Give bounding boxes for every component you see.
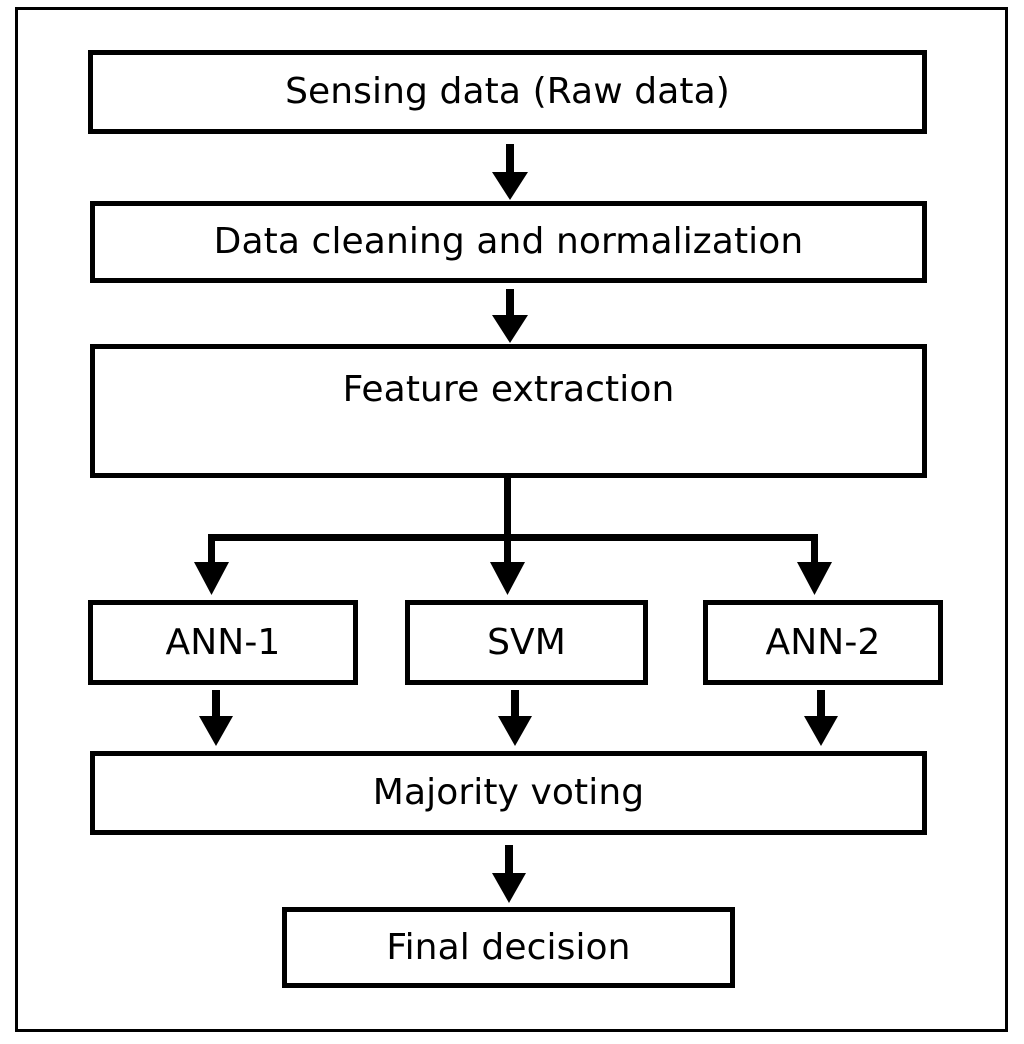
node-ann-1-label: ANN-1 <box>165 621 281 663</box>
node-feature-extraction: Feature extraction <box>90 344 927 478</box>
node-majority-voting-label: Majority voting <box>372 772 645 814</box>
node-final-decision-label: Final decision <box>386 926 631 968</box>
node-sensing-data-label: Sensing data (Raw data) <box>285 71 730 113</box>
node-ann-2: ANN-2 <box>703 600 943 685</box>
node-final-decision: Final decision <box>282 907 735 988</box>
node-ann-2-label: ANN-2 <box>765 621 881 663</box>
node-ann-1: ANN-1 <box>88 600 358 685</box>
node-svm-label: SVM <box>487 621 566 663</box>
node-svm: SVM <box>405 600 648 685</box>
node-majority-voting: Majority voting <box>90 751 927 835</box>
node-sensing-data: Sensing data (Raw data) <box>88 50 927 134</box>
arrow-data-cleaning-to-feature-extraction <box>490 289 530 345</box>
arrow-ann-2-to-majority-voting <box>801 690 841 748</box>
arrow-majority-voting-to-final-decision <box>489 845 529 905</box>
arrow-sensing-data-to-data-cleaning <box>490 144 530 202</box>
node-data-cleaning-label: Data cleaning and normalization <box>213 221 804 263</box>
node-data-cleaning: Data cleaning and normalization <box>90 201 927 283</box>
diagram-frame <box>15 7 1008 1032</box>
arrow-svm-to-majority-voting <box>495 690 535 748</box>
arrow-ann-1-to-majority-voting <box>196 690 236 748</box>
branch-feature-extraction-split <box>190 476 840 598</box>
node-feature-extraction-label: Feature extraction <box>342 369 675 410</box>
